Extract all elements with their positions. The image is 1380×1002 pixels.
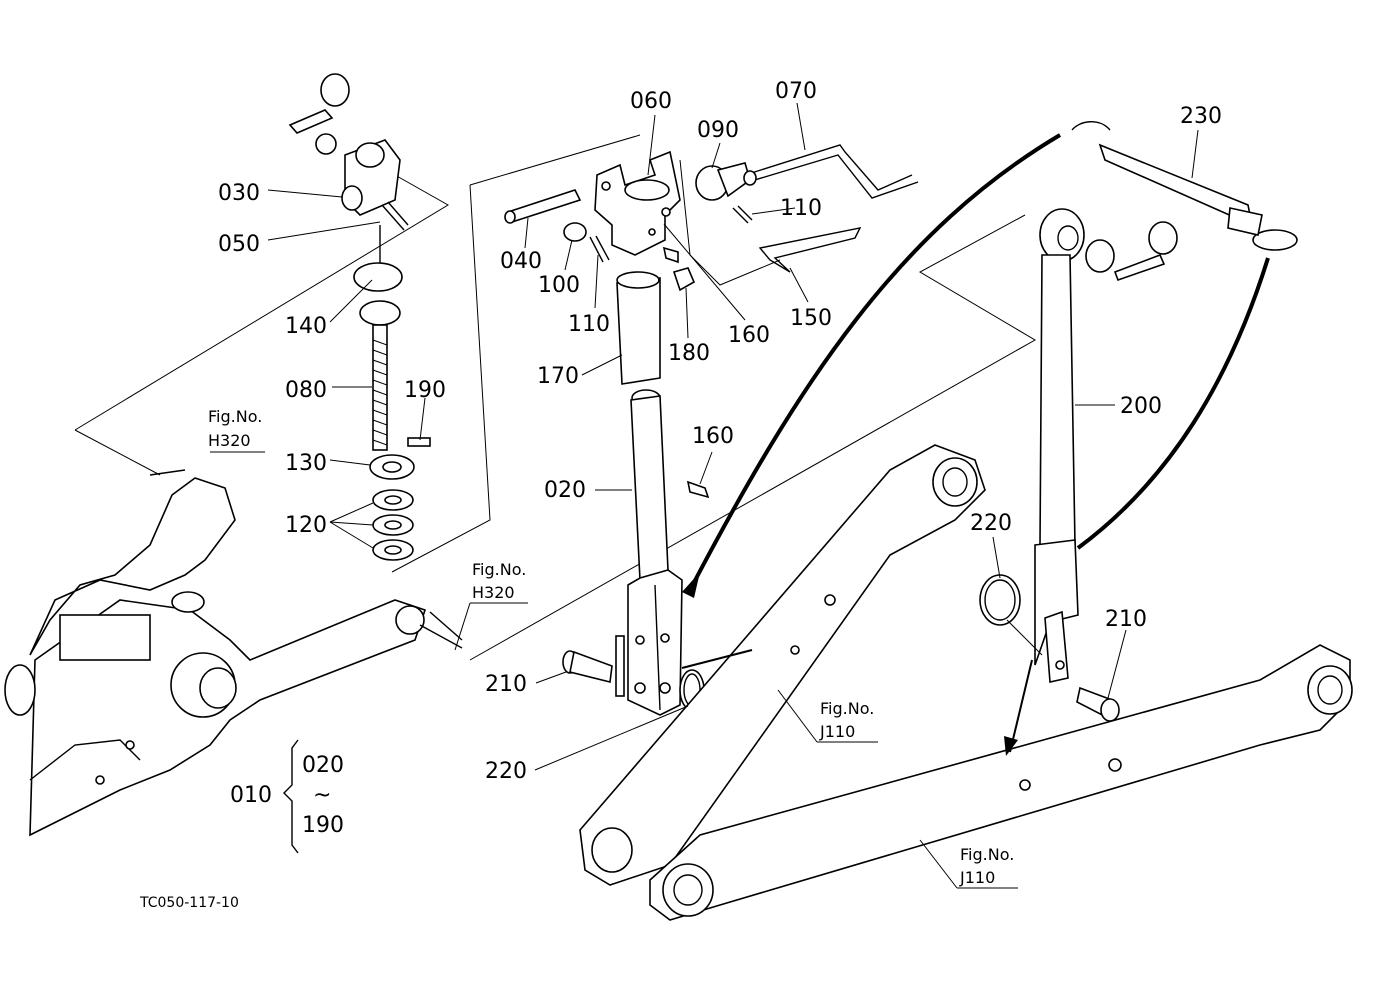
part-label-130: 130 [285, 451, 327, 476]
assembly-to-label: 190 [302, 813, 344, 838]
part-label-200: 200 [1120, 394, 1162, 419]
center-lift-rod-assembly [504, 150, 710, 716]
part-label-140: 140 [285, 314, 327, 339]
part-label-020: 020 [544, 478, 586, 503]
crank-handle-assembly [695, 144, 919, 273]
fig-ref-code: J110 [819, 722, 855, 741]
part-label-110-mid: 110 [568, 312, 610, 337]
figure-references: Fig.No. H320 Fig.No. H320 Fig.No. J110 F… [208, 407, 1014, 887]
leader-lines [210, 102, 1199, 889]
part-label-070: 070 [775, 79, 817, 104]
drawing-code: TC050-117-10 [139, 895, 239, 911]
part-label-100: 100 [538, 273, 580, 298]
part-label-150: 150 [790, 306, 832, 331]
part-label-120: 120 [285, 513, 327, 538]
assembly-bracket-010: 010 020 ~ 190 [230, 739, 344, 854]
part-label-190: 190 [404, 378, 446, 403]
part-label-210-left: 210 [485, 672, 527, 697]
part-label-050: 050 [218, 232, 260, 257]
part-labels: 030 050 140 080 190 130 120 060 070 090 … [218, 79, 1222, 784]
connection-arrows [681, 133, 1270, 756]
part-label-160-top: 160 [728, 323, 770, 348]
part-label-170: 170 [537, 364, 579, 389]
top-link-screw-assembly [288, 73, 431, 561]
fig-ref-code: H320 [472, 583, 515, 602]
lower-links [579, 444, 1353, 921]
fig-ref-code: H320 [208, 431, 251, 450]
fig-ref-title: Fig.No. [960, 845, 1014, 864]
assembly-main-label: 010 [230, 783, 272, 808]
fig-ref-title: Fig.No. [208, 407, 262, 426]
part-label-220-right: 220 [970, 511, 1012, 536]
part-label-230: 230 [1180, 104, 1222, 129]
part-label-210-right: 210 [1105, 607, 1147, 632]
part-label-110-top: 110 [780, 196, 822, 221]
fig-ref-title: Fig.No. [472, 560, 526, 579]
part-label-040: 040 [500, 249, 542, 274]
group-outline-lines [74, 134, 1036, 661]
part-label-180: 180 [668, 341, 710, 366]
part-label-080: 080 [285, 378, 327, 403]
assembly-tilde: ~ [313, 783, 331, 808]
part-label-090: 090 [697, 118, 739, 143]
part-label-060: 060 [630, 89, 672, 114]
right-lift-rod-assembly [979, 121, 1298, 722]
part-label-030: 030 [218, 181, 260, 206]
fig-ref-title: Fig.No. [820, 699, 874, 718]
part-label-220-left: 220 [485, 759, 527, 784]
part-label-160-mid: 160 [692, 424, 734, 449]
tractor-housing [4, 469, 463, 837]
assembly-from-label: 020 [302, 753, 344, 778]
fig-ref-code: J110 [959, 868, 995, 887]
